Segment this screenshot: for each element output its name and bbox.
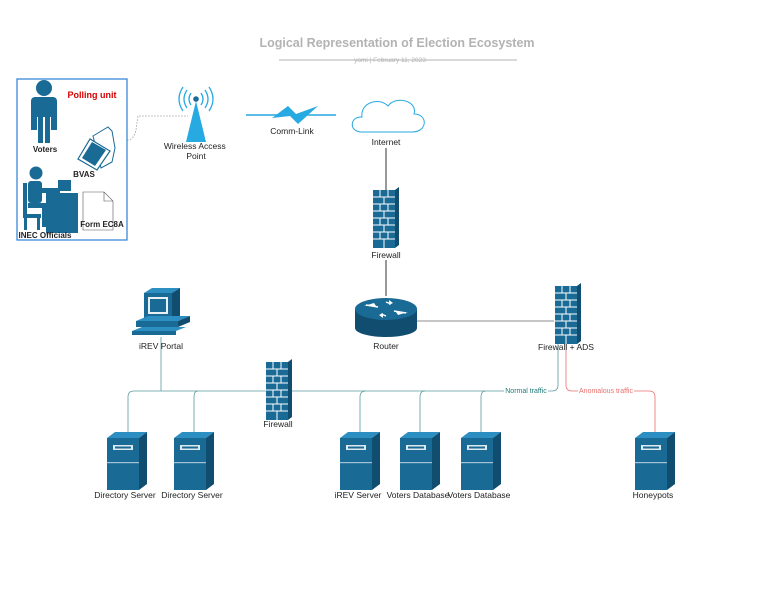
directory-server-2-label: Directory Server xyxy=(161,490,223,500)
irev-portal-label: iREV Portal xyxy=(139,341,183,351)
edge-to-dir-server-2 xyxy=(193,390,199,432)
router-label: Router xyxy=(373,341,399,351)
edge-to-irev-server xyxy=(359,390,367,432)
edge-to-voters-db-2 xyxy=(480,390,487,432)
firewall-mid-icon xyxy=(265,361,289,421)
comm-link-label: Comm-Link xyxy=(270,126,314,136)
normal-traffic-label-bg xyxy=(504,385,548,395)
inec-officials-label: INEC Officials xyxy=(19,231,72,240)
bvas-device-icon xyxy=(77,126,116,171)
anomalous-traffic-label-bg xyxy=(578,385,634,395)
firewall-ads-icon xyxy=(554,285,578,345)
directory-server-1-icon xyxy=(107,432,147,490)
inec-official-icon xyxy=(23,166,78,233)
honeypots-icon xyxy=(635,432,675,490)
wap-label: Wireless Access Point xyxy=(164,141,228,161)
wap-label-line2: Point xyxy=(186,151,206,161)
router-icon xyxy=(355,298,417,337)
firewall-ads-label: Firewall + ADS xyxy=(538,342,594,352)
comm-link-bolt-icon xyxy=(272,106,318,124)
diagram-subtitle: yomi | February 11, 2023 xyxy=(354,57,426,64)
form-document-icon xyxy=(82,191,114,231)
voters-label: Voters xyxy=(33,145,58,154)
connections xyxy=(126,114,656,432)
voters-database-2-label: Voters Database xyxy=(448,490,511,500)
edge-to-voters-db-1 xyxy=(419,390,426,432)
honeypots-label: Honeypots xyxy=(633,490,674,500)
voters-database-2-icon xyxy=(461,432,501,490)
voter-person-icon xyxy=(31,80,57,143)
irev-server-icon xyxy=(340,432,380,490)
irev-portal-computer-icon xyxy=(132,288,190,335)
irev-server-label: iREV Server xyxy=(335,490,382,500)
polling-unit-group: Polling unit Voters BVAS xyxy=(16,78,128,241)
firewall-mid-label: Firewall xyxy=(263,419,292,429)
normal-traffic-label: Normal traffic xyxy=(505,388,547,395)
firewall-top-icon xyxy=(372,189,396,249)
wap-label-line1: Wireless Access xyxy=(164,141,226,151)
edge-polling-wap xyxy=(126,115,188,141)
directory-server-2-icon xyxy=(174,432,214,490)
anomalous-traffic-label: Anomalous traffic xyxy=(579,388,633,395)
directory-server-1-label: Directory Server xyxy=(94,490,156,500)
voters-database-1-icon xyxy=(400,432,440,490)
edge-normal-traffic xyxy=(127,341,559,432)
voters-database-1-label: Voters Database xyxy=(387,490,450,500)
polling-unit-title: Polling unit xyxy=(68,90,117,100)
wireless-access-point-icon xyxy=(178,86,214,142)
diagram-title: Logical Representation of Election Ecosy… xyxy=(259,36,534,50)
bvas-label: BVAS xyxy=(73,170,95,179)
firewall-top-label: Firewall xyxy=(371,250,400,260)
internet-cloud-icon xyxy=(351,99,425,133)
form-ec8a-label: Form EC8A xyxy=(80,220,124,229)
internet-label: Internet xyxy=(372,137,401,147)
